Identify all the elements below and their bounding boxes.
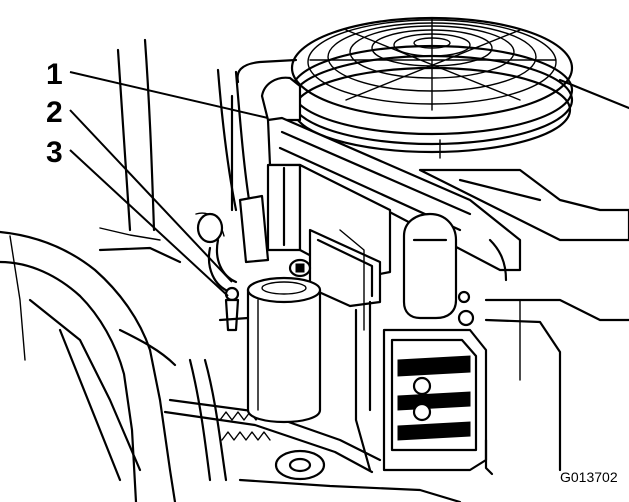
- leader-line-2: [69, 109, 233, 283]
- callout-1: 1: [46, 58, 63, 91]
- right-assembly: [339, 212, 629, 476]
- figure-code: G013702: [560, 469, 618, 485]
- air-cleaner-cover: [290, 16, 629, 159]
- filter-canister: [246, 258, 322, 424]
- leader-line-3: [69, 149, 229, 297]
- callout-2: 2: [46, 96, 63, 129]
- engine-shroud: [230, 58, 629, 308]
- spring-rod-assembly: [98, 246, 462, 502]
- leader-line-1: [69, 71, 269, 119]
- callout-3: 3: [46, 136, 63, 169]
- leader-lines: [69, 71, 269, 297]
- left-frame: [0, 38, 252, 502]
- retaining-clip: [195, 212, 250, 332]
